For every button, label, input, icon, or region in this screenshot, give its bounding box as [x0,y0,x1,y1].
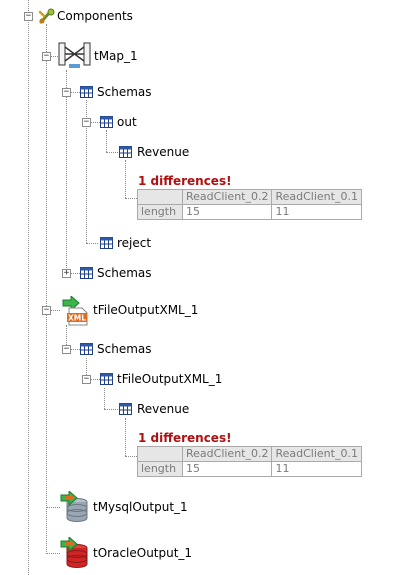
tmap-schemas-label[interactable]: Schemas [97,85,152,99]
components-label[interactable]: Components [57,9,133,23]
differences-table: ReadClient_0.2 ReadClient_0.1 length 15 … [137,189,362,220]
table-header-row: ReadClient_0.2 ReadClient_0.1 [137,189,362,205]
differences-table: ReadClient_0.2 ReadClient_0.1 length 15 … [137,446,362,477]
tree-branch-line [106,152,118,153]
tree-branch-line [86,122,100,123]
table-cell: 15 [181,461,273,477]
collapse-toggle-tfile-schemas[interactable]: − [62,344,71,354]
table-icon [119,146,132,158]
tree-guide-line [86,100,87,243]
tree-guide-line [125,418,126,456]
tfile-schemas-label[interactable]: Schemas [97,342,152,356]
table-icon [80,86,93,98]
table-icon [80,343,93,355]
tree-guide-line [106,130,107,152]
tfile-schema-label[interactable]: tFileOutputXML_1 [117,372,223,386]
tree-guide-line [125,160,126,198]
tree-branch-line [46,553,60,554]
table-icon [100,237,113,249]
expand-toggle-schemas[interactable]: + [62,268,71,278]
tree-guide-line [86,358,87,379]
tree-branch-line [46,310,60,311]
tree-branch-line [104,409,118,410]
table-header-cell: ReadClient_0.2 [181,189,273,205]
tree-guide-line [28,0,29,575]
reject-schema-label[interactable]: reject [117,236,152,250]
mysql-output-component-icon [60,491,88,522]
table-row-header: length [137,204,183,220]
table-header-cell: ReadClient_0.1 [271,189,362,205]
collapse-toggle-tmap[interactable]: − [42,51,51,61]
table-icon [80,267,93,279]
toracleoutput-label[interactable]: tOracleOutput_1 [93,546,193,560]
tree-branch-line [46,56,60,57]
table-corner-cell [137,189,183,205]
differences-warning: 1 differences! [138,431,232,445]
xml-badge-text: XML [68,314,86,323]
tmap-schemas-collapsed-label[interactable]: Schemas [97,266,152,280]
differences-warning: 1 differences! [138,174,232,188]
table-icon [100,116,113,128]
tmap-component-icon [58,42,91,68]
tree-guide-line [66,325,67,349]
table-header-row: ReadClient_0.2 ReadClient_0.1 [137,446,362,462]
out-schema-label[interactable]: out [117,115,137,129]
revenue-column-label[interactable]: Revenue [137,402,190,416]
table-header-cell: ReadClient_0.1 [271,446,362,462]
tree-branch-line [46,507,60,508]
table-header-cell: ReadClient_0.2 [181,446,273,462]
table-cell: 11 [271,204,362,220]
table-icon [100,373,113,385]
tfileoutputxml-label[interactable]: tFileOutputXML_1 [93,303,199,317]
collapse-toggle-components[interactable]: − [24,11,33,21]
oracle-output-component-icon [60,537,88,568]
table-row: length 15 11 [137,204,362,220]
tree-guide-line [104,388,105,409]
table-cell: 11 [271,461,362,477]
tree-guide-line [46,24,47,554]
tmysqloutput-label[interactable]: tMysqlOutput_1 [93,500,188,514]
collapse-toggle-out[interactable]: − [82,117,91,127]
components-icon [38,8,55,24]
tree-branch-line [86,379,100,380]
tree-branch-line [86,243,98,244]
tree-branch-line [66,273,80,274]
collapse-toggle-tfile-schema[interactable]: − [82,374,91,384]
tmap-label[interactable]: tMap_1 [94,49,138,63]
table-icon [119,403,132,415]
tree-guide-line [66,70,67,274]
table-corner-cell [137,446,183,462]
collapse-toggle-tfileoutputxml[interactable]: − [42,305,51,315]
table-row: length 15 11 [137,461,362,477]
xml-output-component-icon: XML [62,296,88,326]
table-row-header: length [137,461,183,477]
collapse-toggle-tmap-schemas[interactable]: − [62,87,71,97]
table-cell: 15 [181,204,273,220]
tree-branch-line [66,349,80,350]
tree-branch-line [66,92,80,93]
revenue-column-label[interactable]: Revenue [137,145,190,159]
